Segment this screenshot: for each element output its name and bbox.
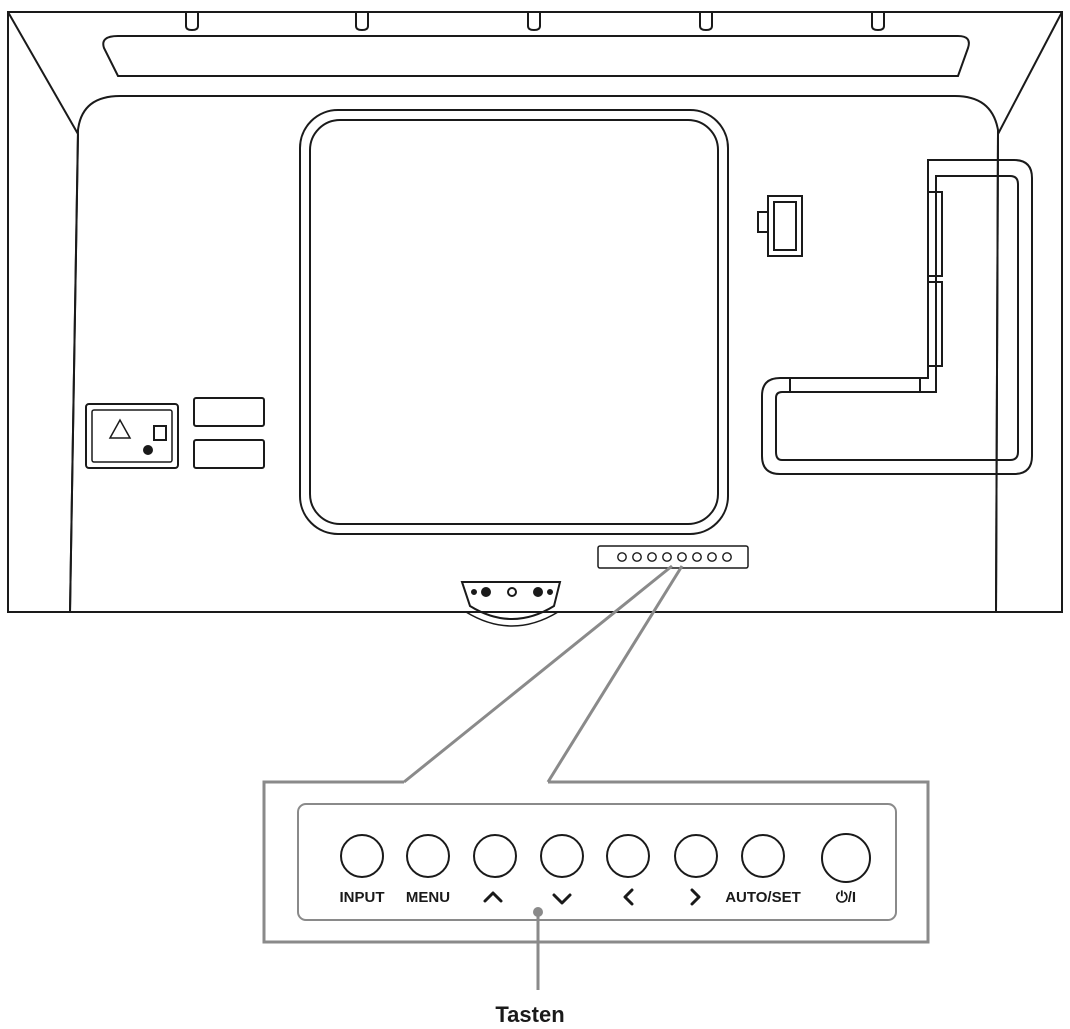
- button-auto-set-label: AUTO/SET: [725, 889, 801, 906]
- power-inlet-inner: [91, 409, 173, 463]
- stand-connector-body: [460, 581, 562, 620]
- vesa-plate-inner: [309, 119, 719, 525]
- tab: [527, 12, 541, 32]
- button-strip-body: [597, 545, 749, 569]
- strip-dot-auto-set: [707, 552, 717, 562]
- top-handle-slot: [102, 35, 970, 77]
- port-slot-2: [927, 281, 943, 367]
- tab: [699, 12, 713, 32]
- tab: [185, 12, 199, 32]
- button-power[interactable]: ⏻/I: [821, 833, 871, 906]
- button-panel-buttons: INPUT MENU ^ v < > AUTO/SET ⏻/I: [340, 833, 871, 906]
- tab: [871, 12, 885, 32]
- button-down-chevron-icon: [552, 893, 572, 905]
- power-inlet-outer: [85, 403, 179, 469]
- top-tabs: [185, 12, 885, 32]
- cable-clip-hook: [757, 211, 768, 233]
- vesa-plate-outer: [299, 109, 729, 535]
- port-area-outer: [761, 159, 1033, 475]
- button-down[interactable]: v: [540, 834, 584, 906]
- button-up-label: ^: [491, 889, 500, 906]
- port-slot-3: [789, 377, 921, 393]
- button-right-label: >: [692, 889, 701, 906]
- cable-clip-body: [767, 195, 803, 257]
- cable-clip-inner: [773, 201, 797, 251]
- stand-connector: [460, 581, 562, 627]
- button-left[interactable]: <: [606, 834, 650, 906]
- port-area: [761, 159, 1033, 475]
- stand-hole: [547, 589, 553, 595]
- stand-hole: [471, 589, 477, 595]
- stand-hole: [481, 587, 491, 597]
- button-input-label: INPUT: [340, 889, 385, 906]
- callout-frame: [262, 780, 930, 944]
- button-strip: [597, 545, 749, 569]
- callout-line-left: [403, 564, 673, 784]
- vesa-plate: [299, 109, 729, 535]
- button-panel: INPUT MENU ^ v < > AUTO/SET ⏻/I: [297, 803, 897, 921]
- button-menu-circle[interactable]: [406, 834, 450, 878]
- button-left-chevron-icon: [623, 888, 634, 906]
- button-input-circle[interactable]: [340, 834, 384, 878]
- button-menu[interactable]: MENU: [406, 834, 450, 906]
- tab: [355, 12, 369, 32]
- button-left-label: <: [624, 889, 633, 906]
- port-slot-1: [927, 191, 943, 277]
- strip-dot-input: [617, 552, 627, 562]
- button-auto-set[interactable]: AUTO/SET: [725, 834, 801, 906]
- caption-pointer-dot: [533, 907, 543, 917]
- button-up-circle[interactable]: [473, 834, 517, 878]
- strip-dot-up: [647, 552, 657, 562]
- power-inlet-screw-icon: [143, 445, 153, 455]
- button-auto-set-circle[interactable]: [741, 834, 785, 878]
- caption-label: Tasten: [495, 1002, 564, 1027]
- button-right[interactable]: >: [674, 834, 718, 906]
- button-panel-frame: [297, 803, 897, 921]
- button-input[interactable]: INPUT: [340, 834, 385, 906]
- zoom-callout: [262, 564, 930, 944]
- warning-triangle-icon: [108, 418, 132, 439]
- stand-connector-arc: [465, 611, 559, 627]
- stand-hole: [533, 587, 543, 597]
- button-up[interactable]: ^: [473, 834, 517, 906]
- button-up-chevron-icon: [483, 891, 503, 903]
- button-menu-label: MENU: [406, 889, 450, 906]
- callout-line-right: [546, 565, 684, 783]
- strip-dot-right: [692, 552, 702, 562]
- stand-hole: [507, 587, 517, 597]
- strip-dot-power: [722, 552, 732, 562]
- button-down-circle[interactable]: [540, 834, 584, 878]
- monitor-housing: [7, 11, 1063, 613]
- cable-clip: [757, 195, 803, 257]
- power-inlet: [85, 397, 265, 469]
- label-plate-1: [193, 397, 265, 427]
- button-power-label: ⏻/I: [836, 889, 856, 906]
- button-right-chevron-icon: [690, 888, 701, 906]
- button-power-circle[interactable]: [821, 833, 871, 883]
- caption-pointer: Tasten: [495, 907, 565, 1027]
- right-bevel-top: [997, 11, 1063, 135]
- button-down-label: v: [558, 889, 567, 906]
- left-bevel-top: [7, 11, 79, 135]
- label-plate-2: [193, 439, 265, 469]
- inner-back-panel: [69, 95, 1000, 613]
- button-left-circle[interactable]: [606, 834, 650, 878]
- strip-dot-left: [677, 552, 687, 562]
- button-strip-dots: [617, 552, 732, 562]
- port-area-inner: [775, 175, 1019, 461]
- power-inlet-switch: [153, 425, 167, 441]
- housing-outline: [7, 11, 1063, 613]
- strip-dot-down: [662, 552, 672, 562]
- button-right-circle[interactable]: [674, 834, 718, 878]
- strip-dot-menu: [632, 552, 642, 562]
